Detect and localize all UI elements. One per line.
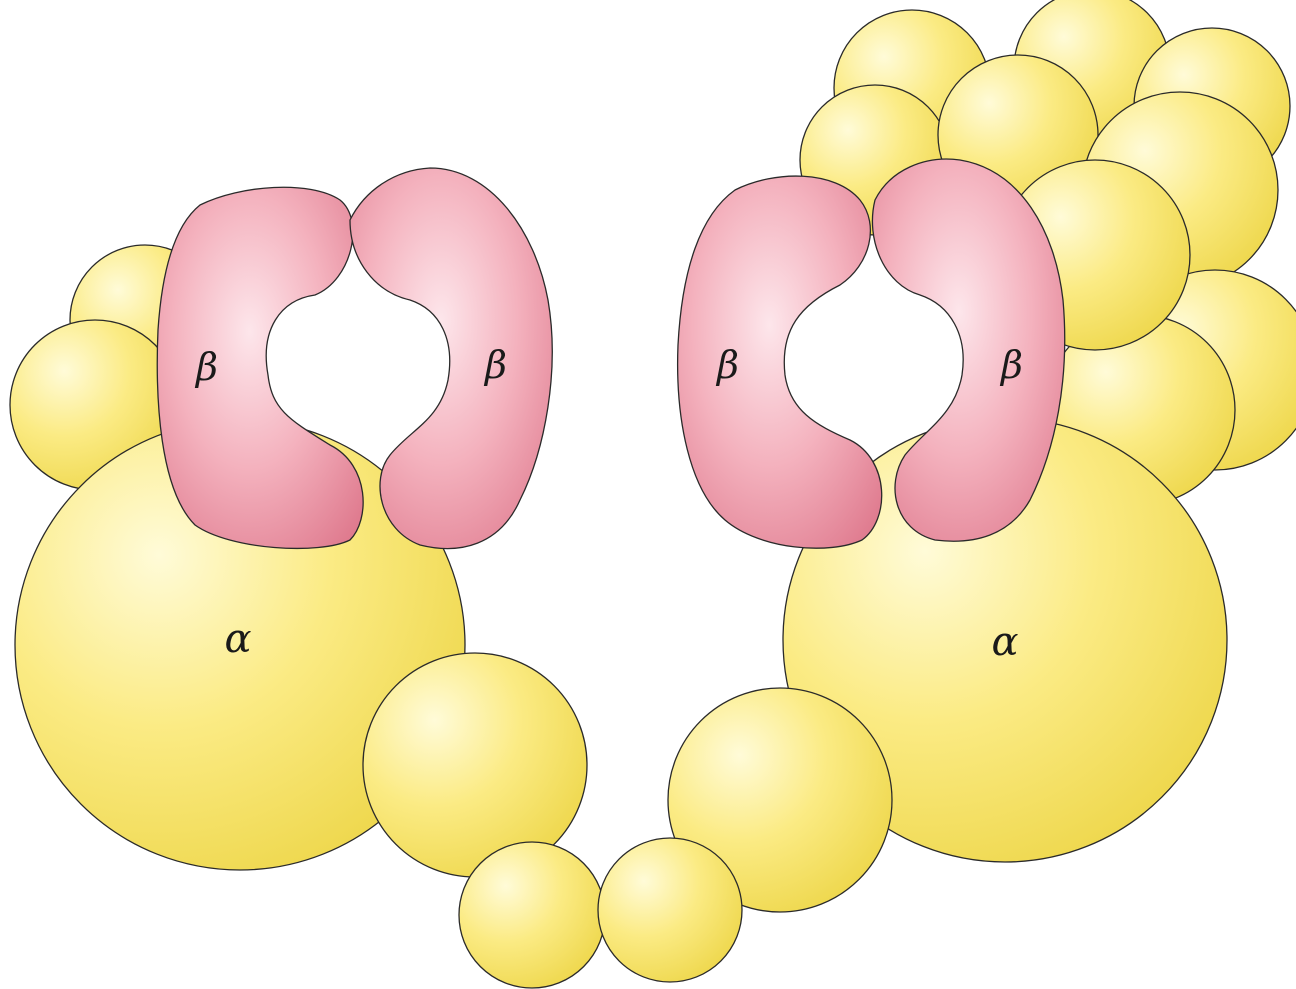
- right-assembly: α β β: [598, 0, 1296, 982]
- left-lower-sphere: [363, 653, 587, 877]
- beta-subunit-3: [678, 176, 882, 548]
- beta-subunit-2: [350, 168, 552, 549]
- beta-label-3: β: [715, 343, 739, 387]
- left-assembly: α β β: [10, 168, 605, 988]
- beta-label-4: β: [999, 343, 1023, 387]
- right-bottom-sphere: [598, 838, 742, 982]
- left-alpha-label: α: [224, 616, 251, 662]
- beta-subunit-4: [872, 159, 1064, 541]
- beta-label-1: β: [194, 345, 218, 389]
- beta-label-2: β: [483, 343, 507, 387]
- left-bottom-sphere: [459, 842, 605, 988]
- beta-subunit-1: [157, 187, 363, 548]
- right-alpha-label: α: [991, 619, 1018, 665]
